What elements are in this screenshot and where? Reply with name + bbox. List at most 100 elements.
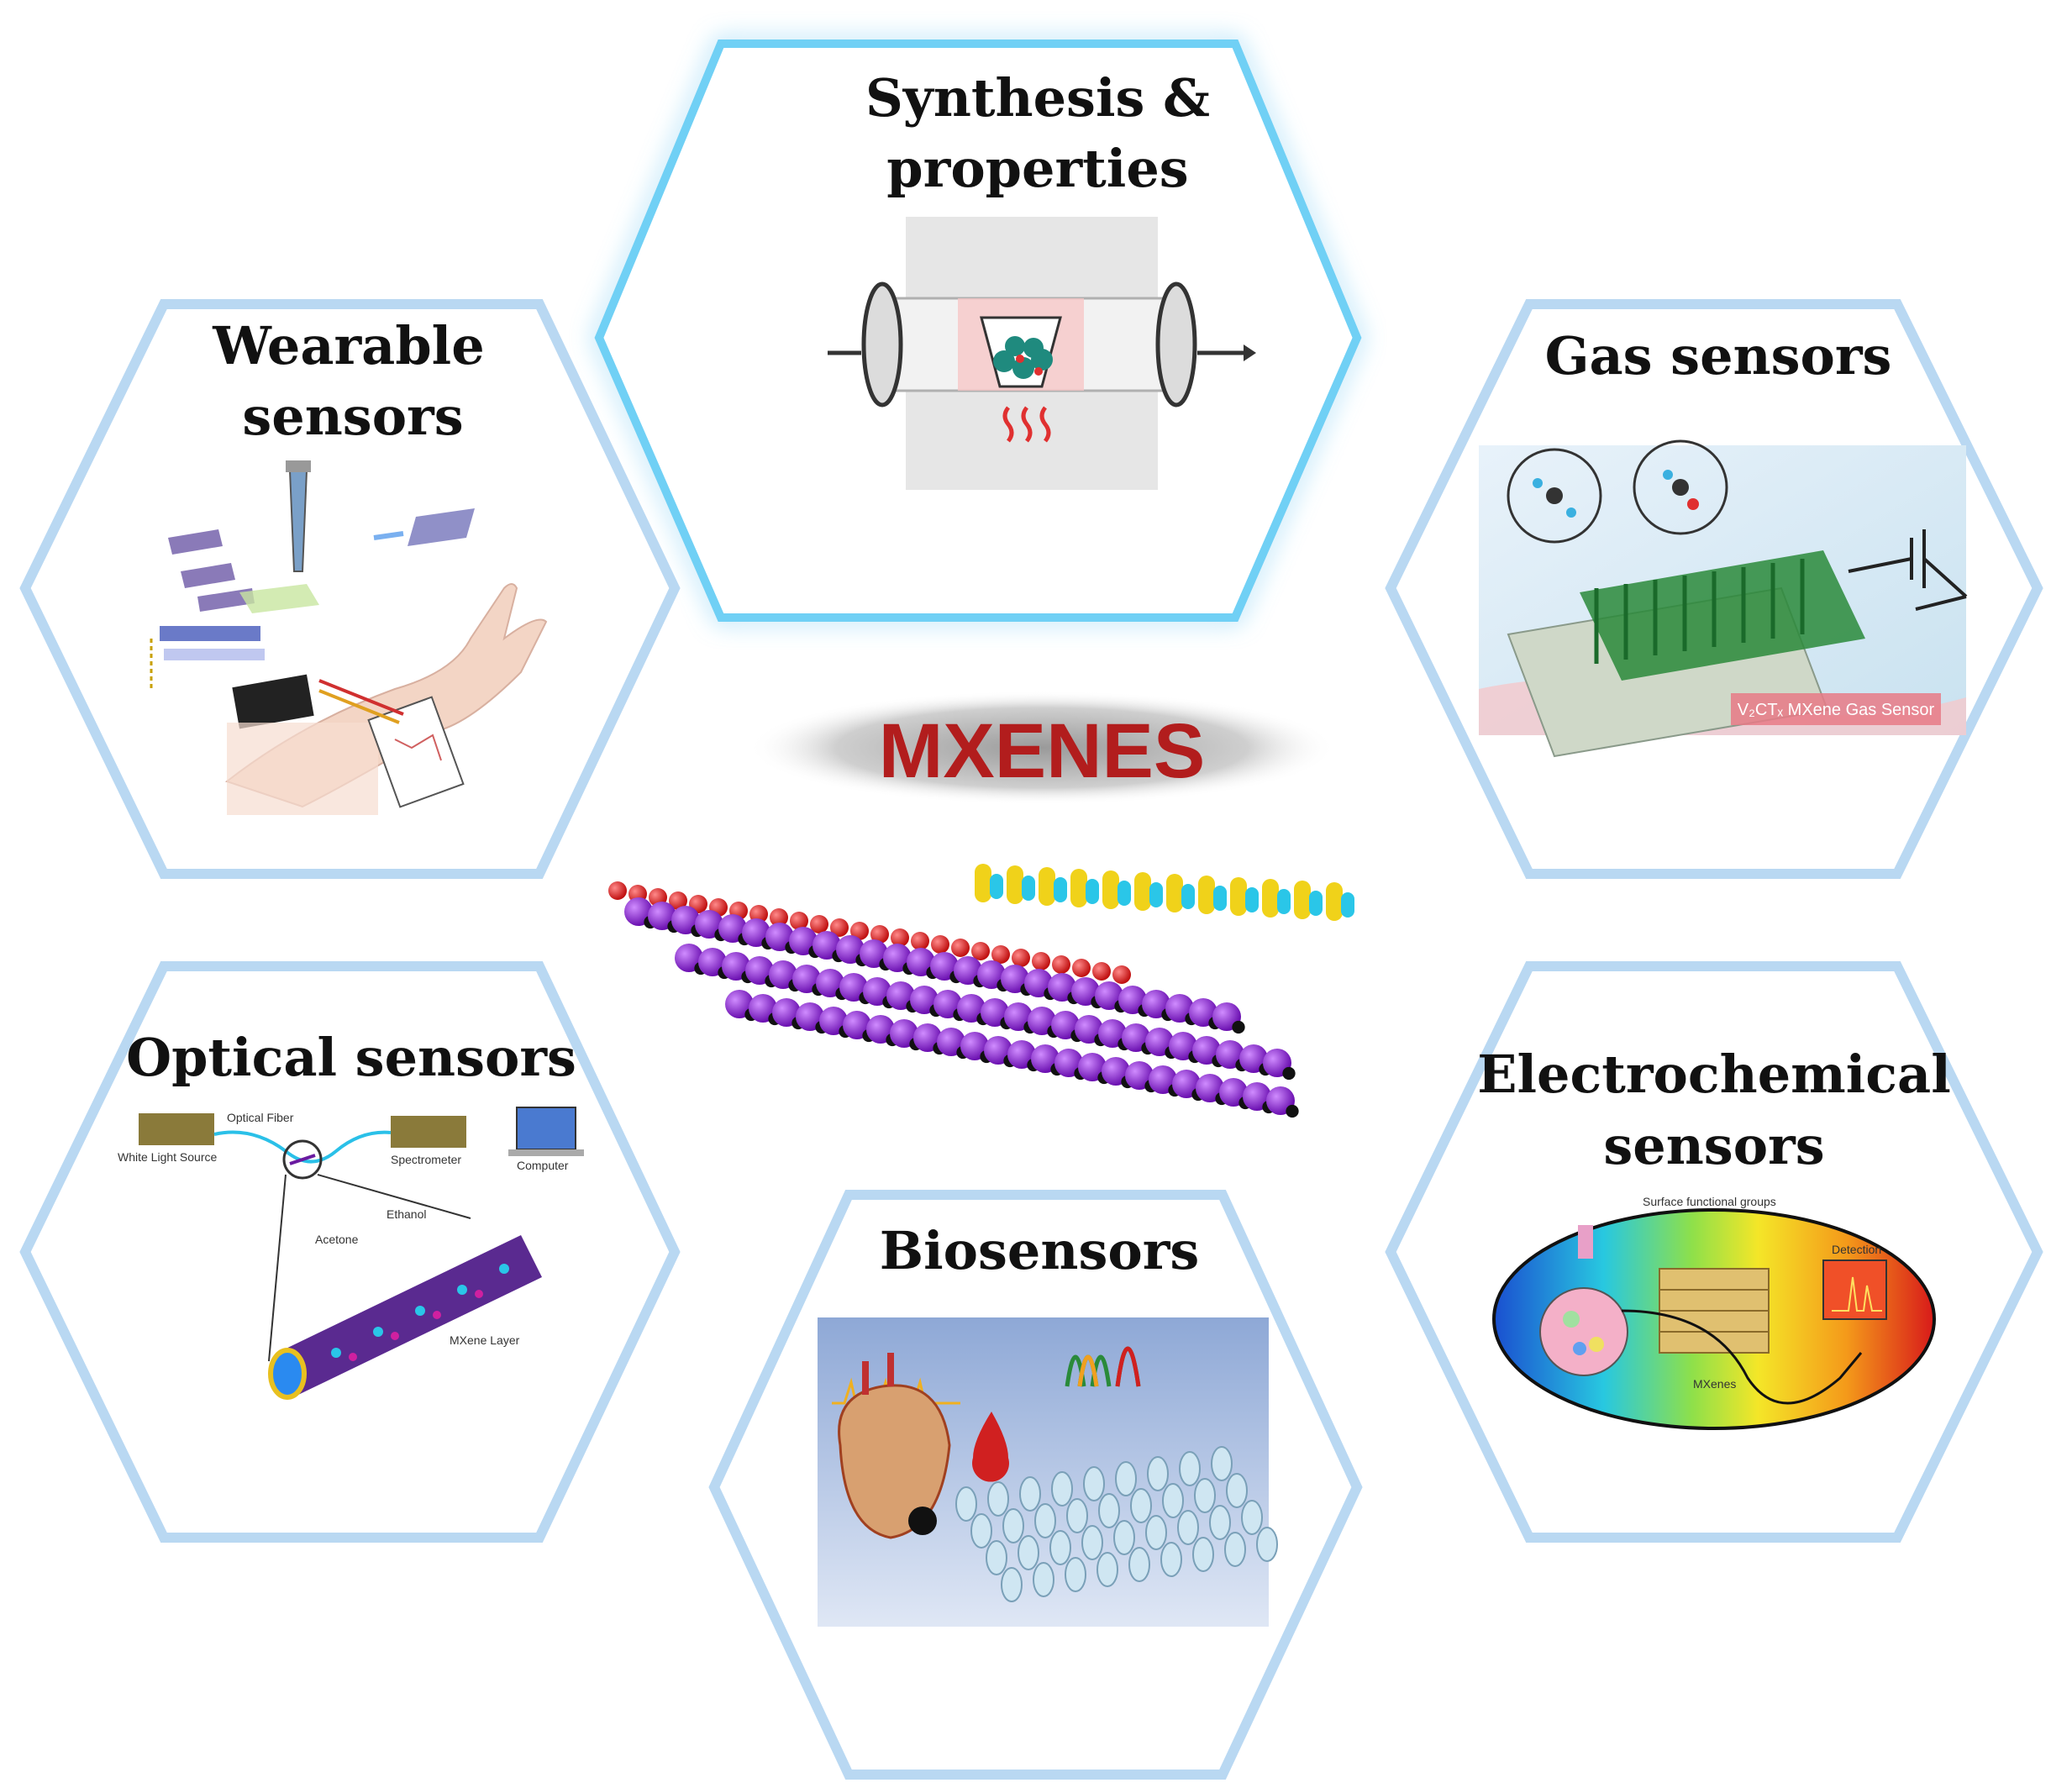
bio-pillar <box>1179 1451 1201 1486</box>
bio-pillar <box>1096 1552 1118 1587</box>
hex-wearable <box>19 299 681 879</box>
intercalant-rod <box>1086 879 1099 904</box>
bio-pillar <box>1194 1478 1216 1513</box>
electrochemical-title-line2: sensors <box>1603 1115 1824 1176</box>
intercalant-rod <box>1149 882 1163 907</box>
biosensors-illustration <box>818 1317 1278 1627</box>
optical-label-spectrometer: Spectrometer <box>391 1153 461 1166</box>
bio-pillar <box>1065 1557 1086 1592</box>
bio-pillar <box>1224 1532 1246 1567</box>
optical-label-fiber: Optical Fiber <box>227 1111 294 1124</box>
atom <box>850 922 869 940</box>
bio-pillar <box>1128 1547 1150 1582</box>
optical-illustration: Optical Fiber White Light Source Spectro… <box>118 1107 584 1400</box>
intercalant-rod <box>1070 869 1087 907</box>
intercalant-rod <box>1198 876 1215 914</box>
atom <box>971 942 990 960</box>
atom <box>770 908 788 927</box>
bio-pillar <box>1162 1483 1184 1518</box>
intercalant-rod <box>1309 891 1323 916</box>
optical-label-computer: Computer <box>517 1159 569 1172</box>
intercalant-rod <box>1213 886 1227 911</box>
intercalant-rod <box>1134 872 1151 911</box>
center-title: MXENES <box>879 708 1206 794</box>
bio-pillar <box>1241 1500 1263 1535</box>
intercalant-rod <box>990 874 1003 899</box>
optical-label-mxene-layer: MXene Layer <box>450 1333 520 1347</box>
atom <box>1072 959 1091 977</box>
electrochem-label-mxenes: MXenes <box>1693 1377 1736 1391</box>
atom <box>790 912 808 930</box>
atom <box>1092 962 1111 981</box>
electrochemical-illustration: Surface functional groups Detection MXen… <box>1492 1195 1936 1430</box>
furnace-illustration <box>828 217 1256 490</box>
bio-pillar <box>1019 1476 1041 1512</box>
bio-pillar <box>1226 1473 1248 1508</box>
atom-row-yellow-intercalants <box>975 864 1354 921</box>
bio-pillar <box>1177 1510 1199 1545</box>
intercalant-rod <box>1181 884 1195 909</box>
atom <box>991 945 1010 964</box>
intercalant-rod <box>1294 881 1311 919</box>
atom <box>608 881 627 900</box>
carbon-atom <box>1282 1066 1296 1081</box>
atom <box>669 891 687 910</box>
optical-label-light-source: White Light Source <box>118 1150 217 1164</box>
optical-title: Optical sensors <box>126 1027 576 1088</box>
wearable-title-line1: Wearable <box>212 315 484 376</box>
intercalant-rod <box>1230 877 1247 916</box>
bio-pillar-array <box>955 1446 1278 1602</box>
intercalant-rod <box>975 864 991 902</box>
intercalant-rod <box>1054 877 1067 902</box>
biosensors-title: Biosensors <box>880 1220 1200 1281</box>
atom <box>1032 952 1050 970</box>
intercalant-rod <box>1007 865 1023 904</box>
atom <box>911 932 929 950</box>
synthesis-title-line2: properties <box>886 138 1188 199</box>
intercalant-rod <box>1326 882 1343 921</box>
electrochemical-title-line1: Electrochemical <box>1477 1044 1951 1105</box>
intercalant-rod <box>1277 889 1291 914</box>
atom <box>870 925 889 944</box>
intercalant-rod <box>1341 892 1354 918</box>
gas-title: Gas sensors <box>1545 325 1892 387</box>
bio-pillar <box>1211 1446 1233 1481</box>
gas-illustration: V₂CTₓ MXene Gas Sensor <box>1479 439 1968 758</box>
bio-pillar <box>955 1486 977 1522</box>
bio-pillar <box>1001 1567 1023 1602</box>
bio-pillar <box>987 1481 1009 1517</box>
intercalant-rod <box>1262 879 1279 918</box>
bio-pillar <box>1051 1471 1073 1507</box>
wearable-title-line2: sensors <box>242 386 463 447</box>
bio-pillar <box>1083 1466 1105 1501</box>
bio-pillar <box>970 1513 992 1549</box>
atom <box>951 939 970 957</box>
synthesis-title-line1: Synthesis & <box>865 67 1210 129</box>
bio-pillar <box>1130 1488 1152 1523</box>
center-title-shadow <box>748 691 1336 805</box>
carbon-atom <box>1232 1020 1245 1034</box>
bio-pillar <box>1192 1537 1214 1572</box>
bio-pillar <box>1034 1503 1056 1538</box>
bio-pillar <box>1049 1530 1071 1565</box>
bio-pillar <box>1018 1535 1039 1570</box>
intercalant-rod <box>1022 876 1035 901</box>
bio-pillar <box>1209 1505 1231 1540</box>
atom-row-purple-top <box>624 897 1245 1034</box>
bio-pillar <box>1256 1527 1278 1562</box>
bio-pillar <box>986 1540 1007 1575</box>
intercalant-rod <box>1039 867 1055 906</box>
electrochem-label-detection: Detection <box>1832 1243 1881 1256</box>
atom-row-purple-middle <box>675 944 1296 1081</box>
intercalant-rod <box>1118 881 1131 906</box>
mxene-structure <box>608 864 1354 1118</box>
optical-label-ethanol: Ethanol <box>387 1207 426 1221</box>
bio-pillar <box>1098 1493 1120 1528</box>
bio-pillar <box>1147 1456 1169 1491</box>
atom <box>1052 955 1070 974</box>
intercalant-rod <box>1166 874 1183 912</box>
bio-pillar <box>1145 1515 1167 1550</box>
bio-pillar <box>1160 1542 1182 1577</box>
bio-pillar <box>1033 1562 1054 1597</box>
atom <box>810 915 828 933</box>
